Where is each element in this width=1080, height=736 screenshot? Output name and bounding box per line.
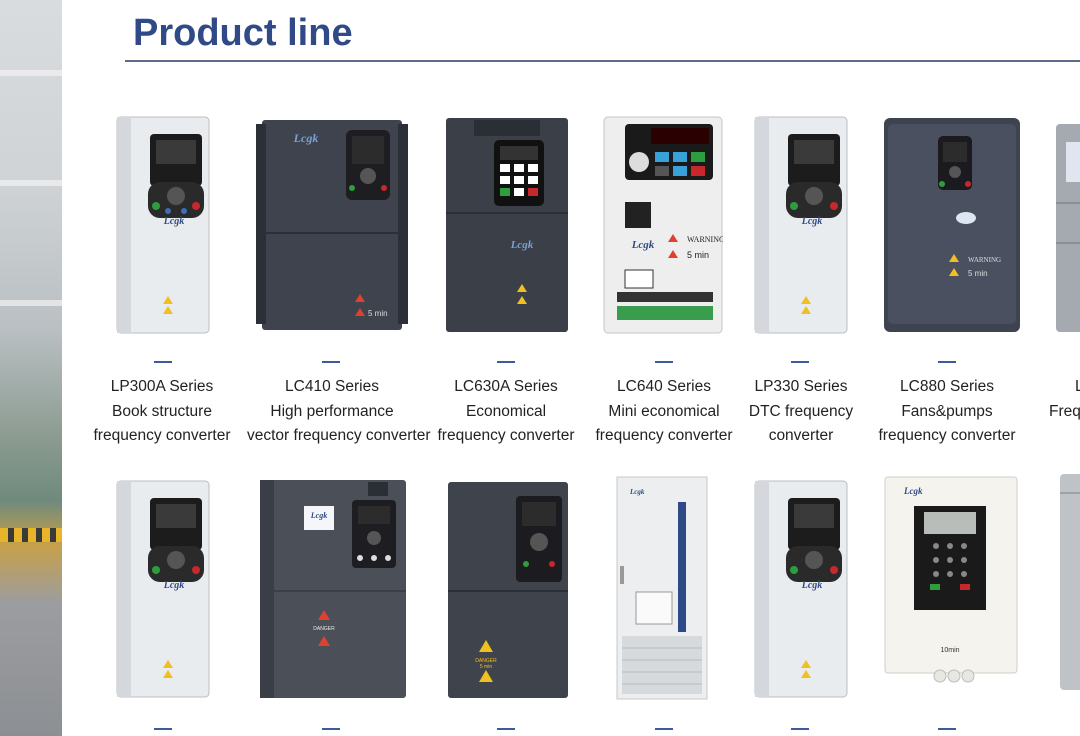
product-image-row2-5[interactable]: Lcgk xyxy=(754,480,848,698)
lcgk-logo: Lcgk xyxy=(163,580,185,591)
caption-accent-dash xyxy=(655,728,673,730)
caption-accent-dash xyxy=(497,728,515,730)
device-warning-text: 5 min xyxy=(368,309,388,318)
product-image-lp330[interactable]: Lcgk xyxy=(754,116,848,334)
product-image-lp300a[interactable]: Lcgk xyxy=(116,116,210,334)
device-warning-text: WARNING xyxy=(968,256,1001,264)
product-image-partial[interactable] xyxy=(1054,122,1080,334)
title-underline xyxy=(125,60,1080,62)
product-image-row2-6[interactable]: Lcgk 10min xyxy=(884,476,1018,686)
product-image-row2-3[interactable]: DANGER 5 min xyxy=(446,480,570,700)
lcgk-logo: Lcgk xyxy=(629,488,645,496)
caption-accent-dash xyxy=(791,361,809,363)
device-warning-text: DANGER xyxy=(475,658,497,664)
background-photo xyxy=(0,0,62,736)
page-title: Product line xyxy=(133,12,353,54)
caption-accent-dash xyxy=(655,361,673,363)
product-image-row2-partial[interactable] xyxy=(1058,472,1080,692)
caption-accent-dash xyxy=(322,361,340,363)
lcgk-logo: Lcgk xyxy=(631,239,655,251)
lcgk-logo: Lcgk xyxy=(163,216,185,227)
caption-accent-dash xyxy=(154,728,172,730)
lcgk-logo: Lcgk xyxy=(293,131,319,145)
caption-accent-dash xyxy=(938,728,956,730)
caption-accent-dash xyxy=(154,361,172,363)
product-image-row2-2[interactable]: Lcgk DANGER xyxy=(258,478,408,700)
photo-beam xyxy=(0,300,62,306)
caption-accent-dash xyxy=(497,361,515,363)
lcgk-logo: Lcgk xyxy=(903,486,923,496)
caption-accent-dash xyxy=(938,361,956,363)
lcgk-logo: Lcgk xyxy=(801,216,823,227)
product-image-lc630a[interactable]: Lcgk xyxy=(444,116,570,334)
product-image-lc410[interactable]: Lcgk 5 min xyxy=(256,114,408,336)
product-image-lc640[interactable]: Lcgk WARNING 5 min xyxy=(603,116,725,334)
product-image-row2-1[interactable]: Lcgk xyxy=(116,480,210,698)
lcgk-logo: Lcgk xyxy=(310,511,327,520)
device-warning-text: 5 min xyxy=(480,664,492,670)
device-warning-text: 5 min xyxy=(968,269,988,278)
device-warning-text: 5 min xyxy=(687,250,709,260)
device-warning-text: 10min xyxy=(940,647,959,654)
caption-accent-dash xyxy=(322,728,340,730)
device-warning-text: DANGER xyxy=(313,626,335,632)
photo-beam xyxy=(0,70,62,76)
caption-accent-dash xyxy=(791,728,809,730)
product-image-row2-4[interactable]: Lcgk xyxy=(616,476,708,700)
photo-beam xyxy=(0,180,62,186)
photo-hazard-stripe xyxy=(0,528,62,542)
lcgk-logo: Lcgk xyxy=(801,580,823,591)
product-image-lc880[interactable]: WARNING 5 min xyxy=(880,114,1024,336)
device-warning-text: WARNING xyxy=(687,235,723,244)
lcgk-logo: Lcgk xyxy=(510,239,534,251)
